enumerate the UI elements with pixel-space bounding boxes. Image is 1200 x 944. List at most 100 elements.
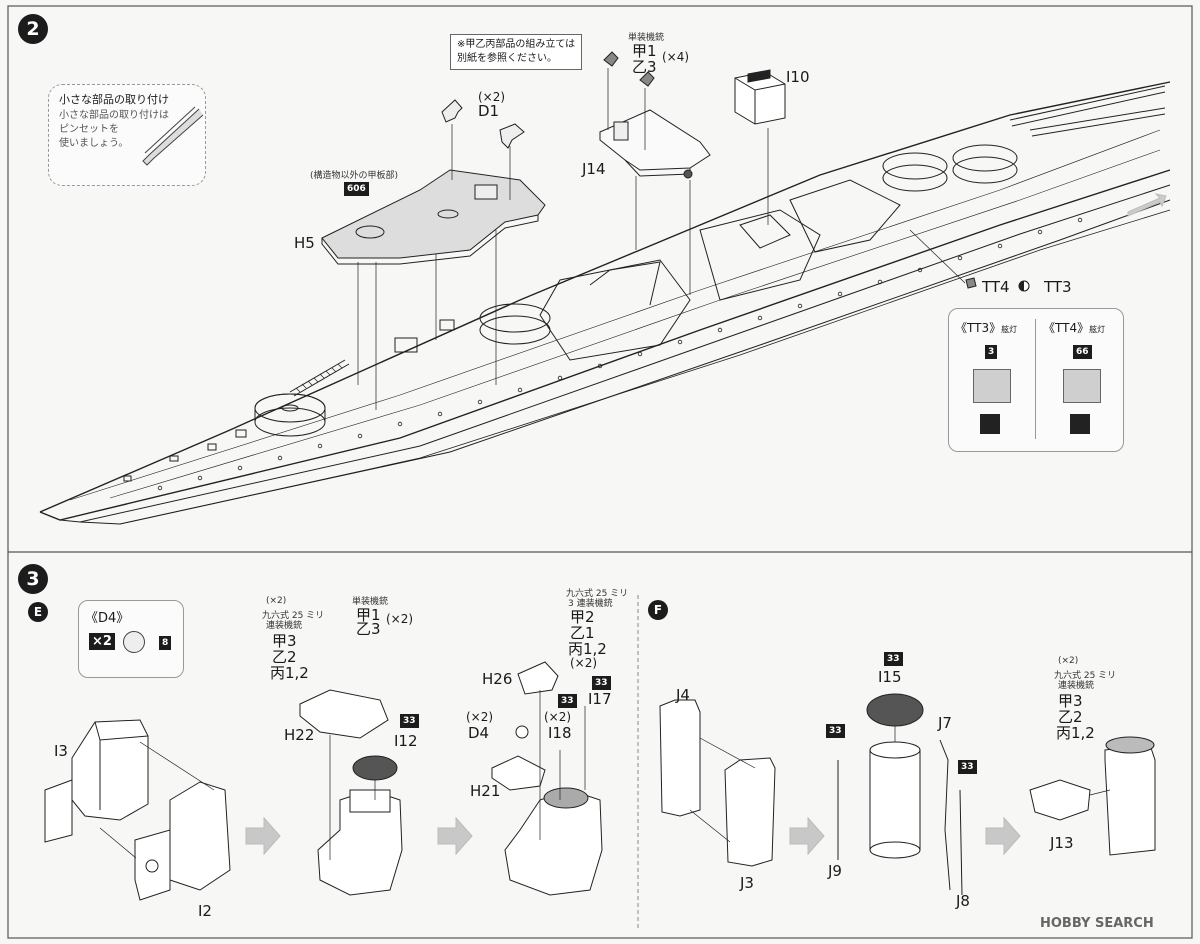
h5-caption: (構造物以外の甲板部)	[310, 171, 399, 181]
j14-part	[599, 109, 711, 179]
sub-step-e-badge: E	[28, 602, 48, 622]
i10-part	[734, 69, 786, 125]
j9-label: J9	[828, 862, 842, 880]
single-gun-line1: 甲1	[632, 42, 657, 60]
i12-color-code: 33	[400, 714, 419, 728]
tt4-panel-title: 《TT4》舷灯	[1043, 319, 1105, 336]
i3-i2-parts	[44, 719, 231, 901]
tip-line3: 使いましょう。	[59, 138, 129, 149]
i2-label: I2	[198, 902, 212, 920]
i17-color-code: 33	[592, 676, 611, 690]
gun-b-single-caption: 単装機銃	[352, 597, 389, 607]
j7-label: J7	[938, 714, 952, 732]
tweezers-icon	[142, 106, 204, 166]
gun-b-caption1: 九六式 25 ミリ	[262, 611, 325, 621]
d4-part-icon	[123, 631, 145, 653]
tip-line2: ピンセットを	[59, 124, 119, 135]
i15-label: I15	[878, 668, 902, 686]
h5-deck-part	[321, 169, 546, 265]
tt3-title: 《TT3》	[955, 321, 1002, 335]
tt3-part-icon	[973, 369, 1011, 403]
tt4-label: TT4	[982, 278, 1010, 296]
h22-assembly	[299, 689, 403, 896]
h22-label: H22	[284, 726, 315, 744]
d4-qty-label: (×2)	[466, 710, 494, 724]
parts-note-line2: 別紙を参照ください。	[457, 53, 557, 64]
gun-b-single1: 甲1	[356, 606, 381, 624]
d4-color-code: 8	[159, 636, 172, 650]
d1-qty: (×2)	[478, 90, 506, 104]
gun-b-single2: 乙3	[356, 620, 381, 638]
single-gun-line2: 乙3	[632, 58, 657, 76]
battleship-hull-drawing	[39, 81, 1171, 525]
j14-label: J14	[582, 160, 606, 178]
d4-panel-title: 《D4》	[85, 611, 130, 626]
i10-label: I10	[786, 68, 810, 86]
gun-b-line3: 丙1,2	[270, 664, 309, 682]
i12-label: I12	[394, 732, 418, 750]
gun-c-qty: (×2)	[570, 656, 598, 670]
f-gun-line2: 乙2	[1058, 708, 1083, 726]
i17-label: I17	[588, 690, 612, 708]
d4-panel: 《D4》 ×2 8	[78, 600, 184, 678]
i18-qty: (×2)	[544, 710, 572, 724]
tt3-color-code: 3	[985, 345, 998, 359]
j9-color-code: 33	[826, 724, 845, 738]
f-gun-line1: 甲3	[1058, 692, 1083, 710]
tt4-color-code: 66	[1073, 345, 1092, 359]
single-gun-caption: 単装機銃	[628, 33, 665, 43]
j8-color-code: 33	[958, 760, 977, 774]
tt4-title: 《TT4》	[1043, 321, 1090, 335]
tt-panel: 《TT3》舷灯 3 《TT4》舷灯 66	[948, 308, 1124, 452]
step-2-badge: 2	[18, 14, 48, 44]
h5-color-code: 606	[344, 182, 369, 196]
tt-panel-divider	[1035, 319, 1036, 439]
d1-label: D1	[478, 102, 500, 120]
gun-b-qty: (×2)	[266, 596, 287, 606]
j4-j3-parts	[659, 699, 776, 867]
brush-icon	[980, 414, 1000, 434]
gun-c-caption1: 九六式 25 ミリ	[566, 589, 629, 599]
h5-label: H5	[294, 234, 315, 252]
tip-line1: 小さな部品の取り付けは	[59, 110, 169, 121]
step-3-badge: 3	[18, 564, 48, 594]
f-gun-line3: 丙1,2	[1056, 724, 1095, 742]
h21-label: H21	[470, 782, 501, 800]
tt3-panel-title: 《TT3》舷灯	[955, 319, 1017, 336]
sub-step-f-badge: F	[648, 600, 668, 620]
f-gun-qty: (×2)	[1058, 656, 1079, 666]
gun-b-caption2: 連装機銃	[266, 621, 303, 631]
f-gun-caption1: 九六式 25 ミリ	[1054, 671, 1117, 681]
single-gun-qty: (×4)	[662, 50, 690, 64]
tt4-part-icon	[1063, 369, 1101, 403]
gun-b-single-qty: (×2)	[386, 612, 414, 626]
i18-color-code: 33	[558, 694, 577, 708]
j13-label: J13	[1050, 834, 1074, 852]
j13-assembly	[1029, 736, 1156, 856]
gun-b-line1: 甲3	[272, 632, 297, 650]
h26-label: H26	[482, 670, 513, 688]
parts-note: ※甲乙丙部品の組み立ては 別紙を参照ください。	[450, 34, 583, 70]
watermark: HOBBY SEARCH	[1040, 916, 1154, 931]
d4-label: D4	[468, 724, 490, 742]
parts-note-line1: ※甲乙丙部品の組み立ては	[457, 39, 576, 50]
tip-title: 小さな部品の取り付け	[59, 93, 169, 106]
f-gun-caption2: 連装機銃	[1058, 681, 1095, 691]
gun-b-line2: 乙2	[272, 648, 297, 666]
tt3-label: TT3	[1044, 278, 1072, 296]
tip-box: 小さな部品の取り付け 小さな部品の取り付けは ピンセットを 使いましょう。	[48, 84, 206, 186]
brush-icon	[1070, 414, 1090, 434]
tip-text: 小さな部品の取り付けは ピンセットを 使いましょう。	[59, 109, 169, 151]
j3-label: J3	[740, 874, 754, 892]
tt3-suffix: 舷灯	[1001, 325, 1018, 334]
i18-label: I18	[548, 724, 572, 742]
i3-label: I3	[54, 742, 68, 760]
gun-c-caption2: 3 連装機銃	[568, 599, 613, 609]
d4-qty: ×2	[89, 633, 115, 650]
gun-c-line3: 丙1,2	[568, 640, 607, 658]
tt4-suffix: 舷灯	[1089, 325, 1106, 334]
gun-c-line2: 乙1	[570, 624, 595, 642]
j4-label: J4	[676, 686, 690, 704]
j8-label: J8	[956, 892, 970, 910]
